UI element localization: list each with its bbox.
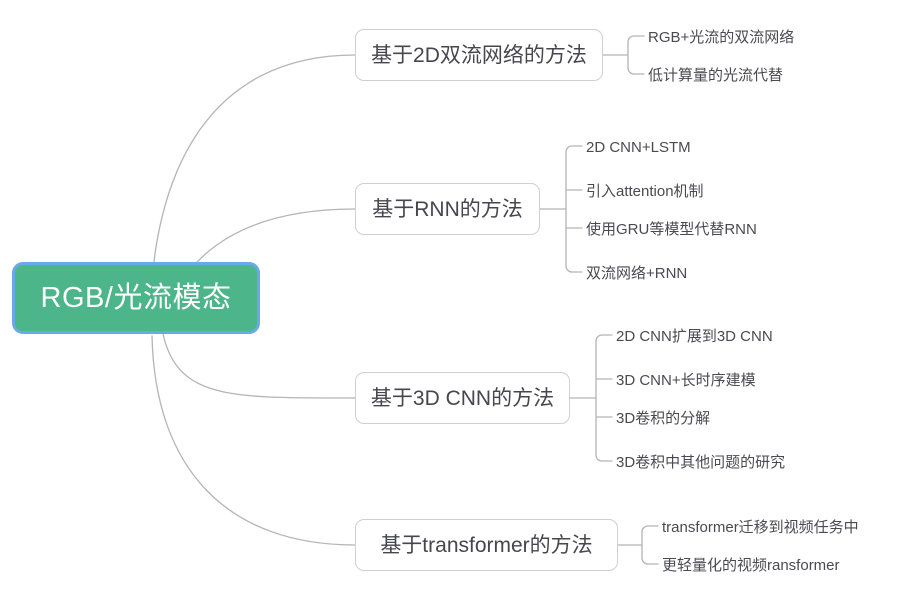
bracket-4-leaf-2 (641, 557, 659, 565)
branch-node-1-label: 基于2D双流网络的方法 (371, 43, 587, 67)
leaf-label-3-4[interactable]: 3D卷积中其他问题的研究 (616, 454, 786, 471)
branch-node-1[interactable]: 基于2D双流网络的方法 (355, 29, 603, 81)
leaf-label-1-1[interactable]: RGB+光流的双流网络 (648, 29, 795, 46)
branch-node-3-label: 基于3D CNN的方法 (370, 386, 555, 410)
leaf-label-3-1[interactable]: 2D CNN扩展到3D CNN (616, 328, 773, 345)
bracket-1-leaf-1 (627, 35, 645, 43)
edge-root-to-branch-3 (162, 333, 356, 399)
branch-node-2-label: 基于RNN的方法 (372, 197, 523, 221)
bracket-2-leaf-4 (565, 265, 583, 273)
edge-root-to-branch-4 (151, 335, 356, 546)
branch-node-3[interactable]: 基于3D CNN的方法 (355, 372, 570, 424)
branch-node-4-label: 基于transformer的方法 (380, 533, 593, 557)
leaf-label-3-3[interactable]: 3D卷积的分解 (616, 410, 711, 427)
leaf-label-2-3[interactable]: 使用GRU等模型代替RNN (586, 221, 757, 238)
leaf-label-3-2[interactable]: 3D CNN+长时序建模 (616, 372, 756, 389)
leaf-label-1-2[interactable]: 低计算量的光流代替 (648, 67, 784, 84)
bracket-2-leaf-1 (565, 145, 583, 153)
branch-node-4[interactable]: 基于transformer的方法 (355, 519, 618, 571)
bracket-3-leaf-1 (595, 334, 613, 342)
root-node-label: RGB/光流模态 (40, 281, 232, 314)
leaf-label-4-2[interactable]: 更轻量化的视频ransformer (662, 557, 840, 574)
bracket-1-leaf-2 (627, 67, 645, 75)
root-node[interactable]: RGB/光流模态 (12, 262, 260, 334)
branch-node-2[interactable]: 基于RNN的方法 (355, 183, 540, 235)
bracket-3-leaf-4 (595, 454, 613, 462)
leaf-label-2-2[interactable]: 引入attention机制 (586, 183, 704, 200)
bracket-4-leaf-1 (641, 525, 659, 533)
leaf-label-2-1[interactable]: 2D CNN+LSTM (586, 139, 691, 156)
leaf-label-2-4[interactable]: 双流网络+RNN (586, 265, 688, 282)
leaf-label-4-1[interactable]: transformer迁移到视频任务中 (662, 519, 859, 536)
